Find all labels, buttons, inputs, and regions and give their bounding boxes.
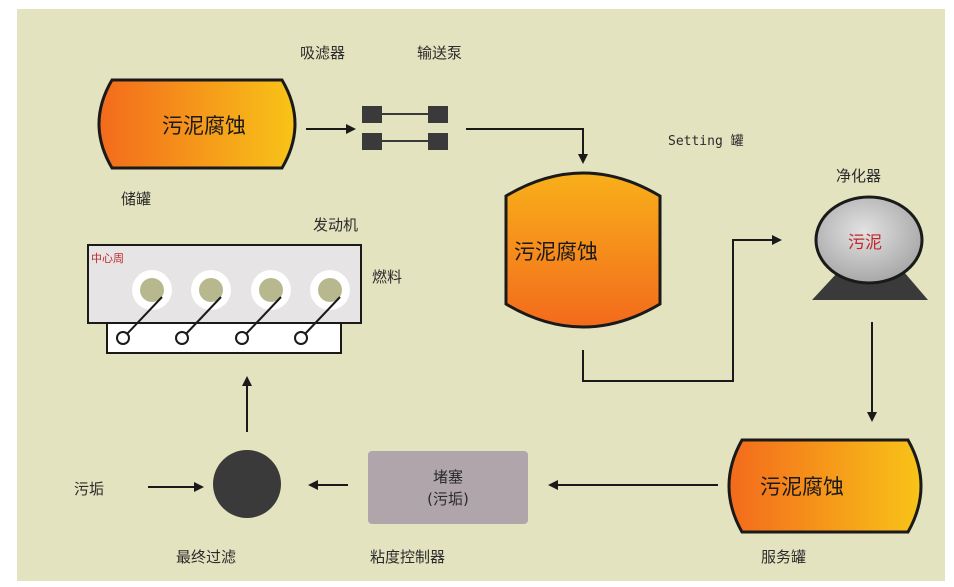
storage-tank-caption: 储罐	[121, 190, 152, 208]
storage-tank-label: 污泥腐蚀	[162, 114, 246, 138]
engine: 中心周	[87, 244, 362, 354]
final-filter-caption: 最终过滤	[176, 548, 237, 566]
engine-caption: 发动机	[313, 216, 359, 234]
setting-tank-label: 污泥腐蚀	[514, 240, 598, 264]
cylinder-2	[175, 270, 231, 345]
service-tank-label: 污泥腐蚀	[760, 475, 844, 499]
service-tank: 污泥腐蚀	[727, 438, 923, 534]
storage-tank: 污泥腐蚀	[97, 78, 297, 170]
transfer-pump-label: 输送泵	[417, 44, 463, 62]
cylinder-3	[235, 270, 291, 345]
setting-tank-caption: Setting 罐	[668, 134, 744, 149]
purifier-label: 污泥	[848, 233, 882, 253]
purifier: 污泥	[812, 195, 928, 300]
viscosity-controller-caption: 粘度控制器	[370, 548, 446, 566]
cylinder-4	[294, 270, 350, 345]
suction-filter-label: 吸滤器	[300, 44, 346, 62]
sludge-label: 污垢	[74, 480, 105, 498]
suction-filter-pump	[362, 106, 448, 150]
service-tank-caption: 服务罐	[761, 548, 807, 566]
arrow-pump-to-setting-tank	[466, 128, 588, 164]
arrow-setting-to-purifier	[582, 235, 782, 382]
clog-box-line1: 堵塞	[432, 467, 463, 486]
setting-tank: 污泥腐蚀	[504, 171, 662, 329]
cylinder-1	[116, 270, 172, 345]
final-filter-circle	[213, 450, 281, 518]
purifier-caption: 净化器	[836, 167, 882, 185]
engine-tag: 中心周	[91, 252, 124, 265]
fuel-label: 燃料	[372, 268, 403, 286]
clog-box-line2: (污垢)	[427, 489, 469, 508]
clog-box: 堵塞 (污垢)	[368, 451, 528, 524]
